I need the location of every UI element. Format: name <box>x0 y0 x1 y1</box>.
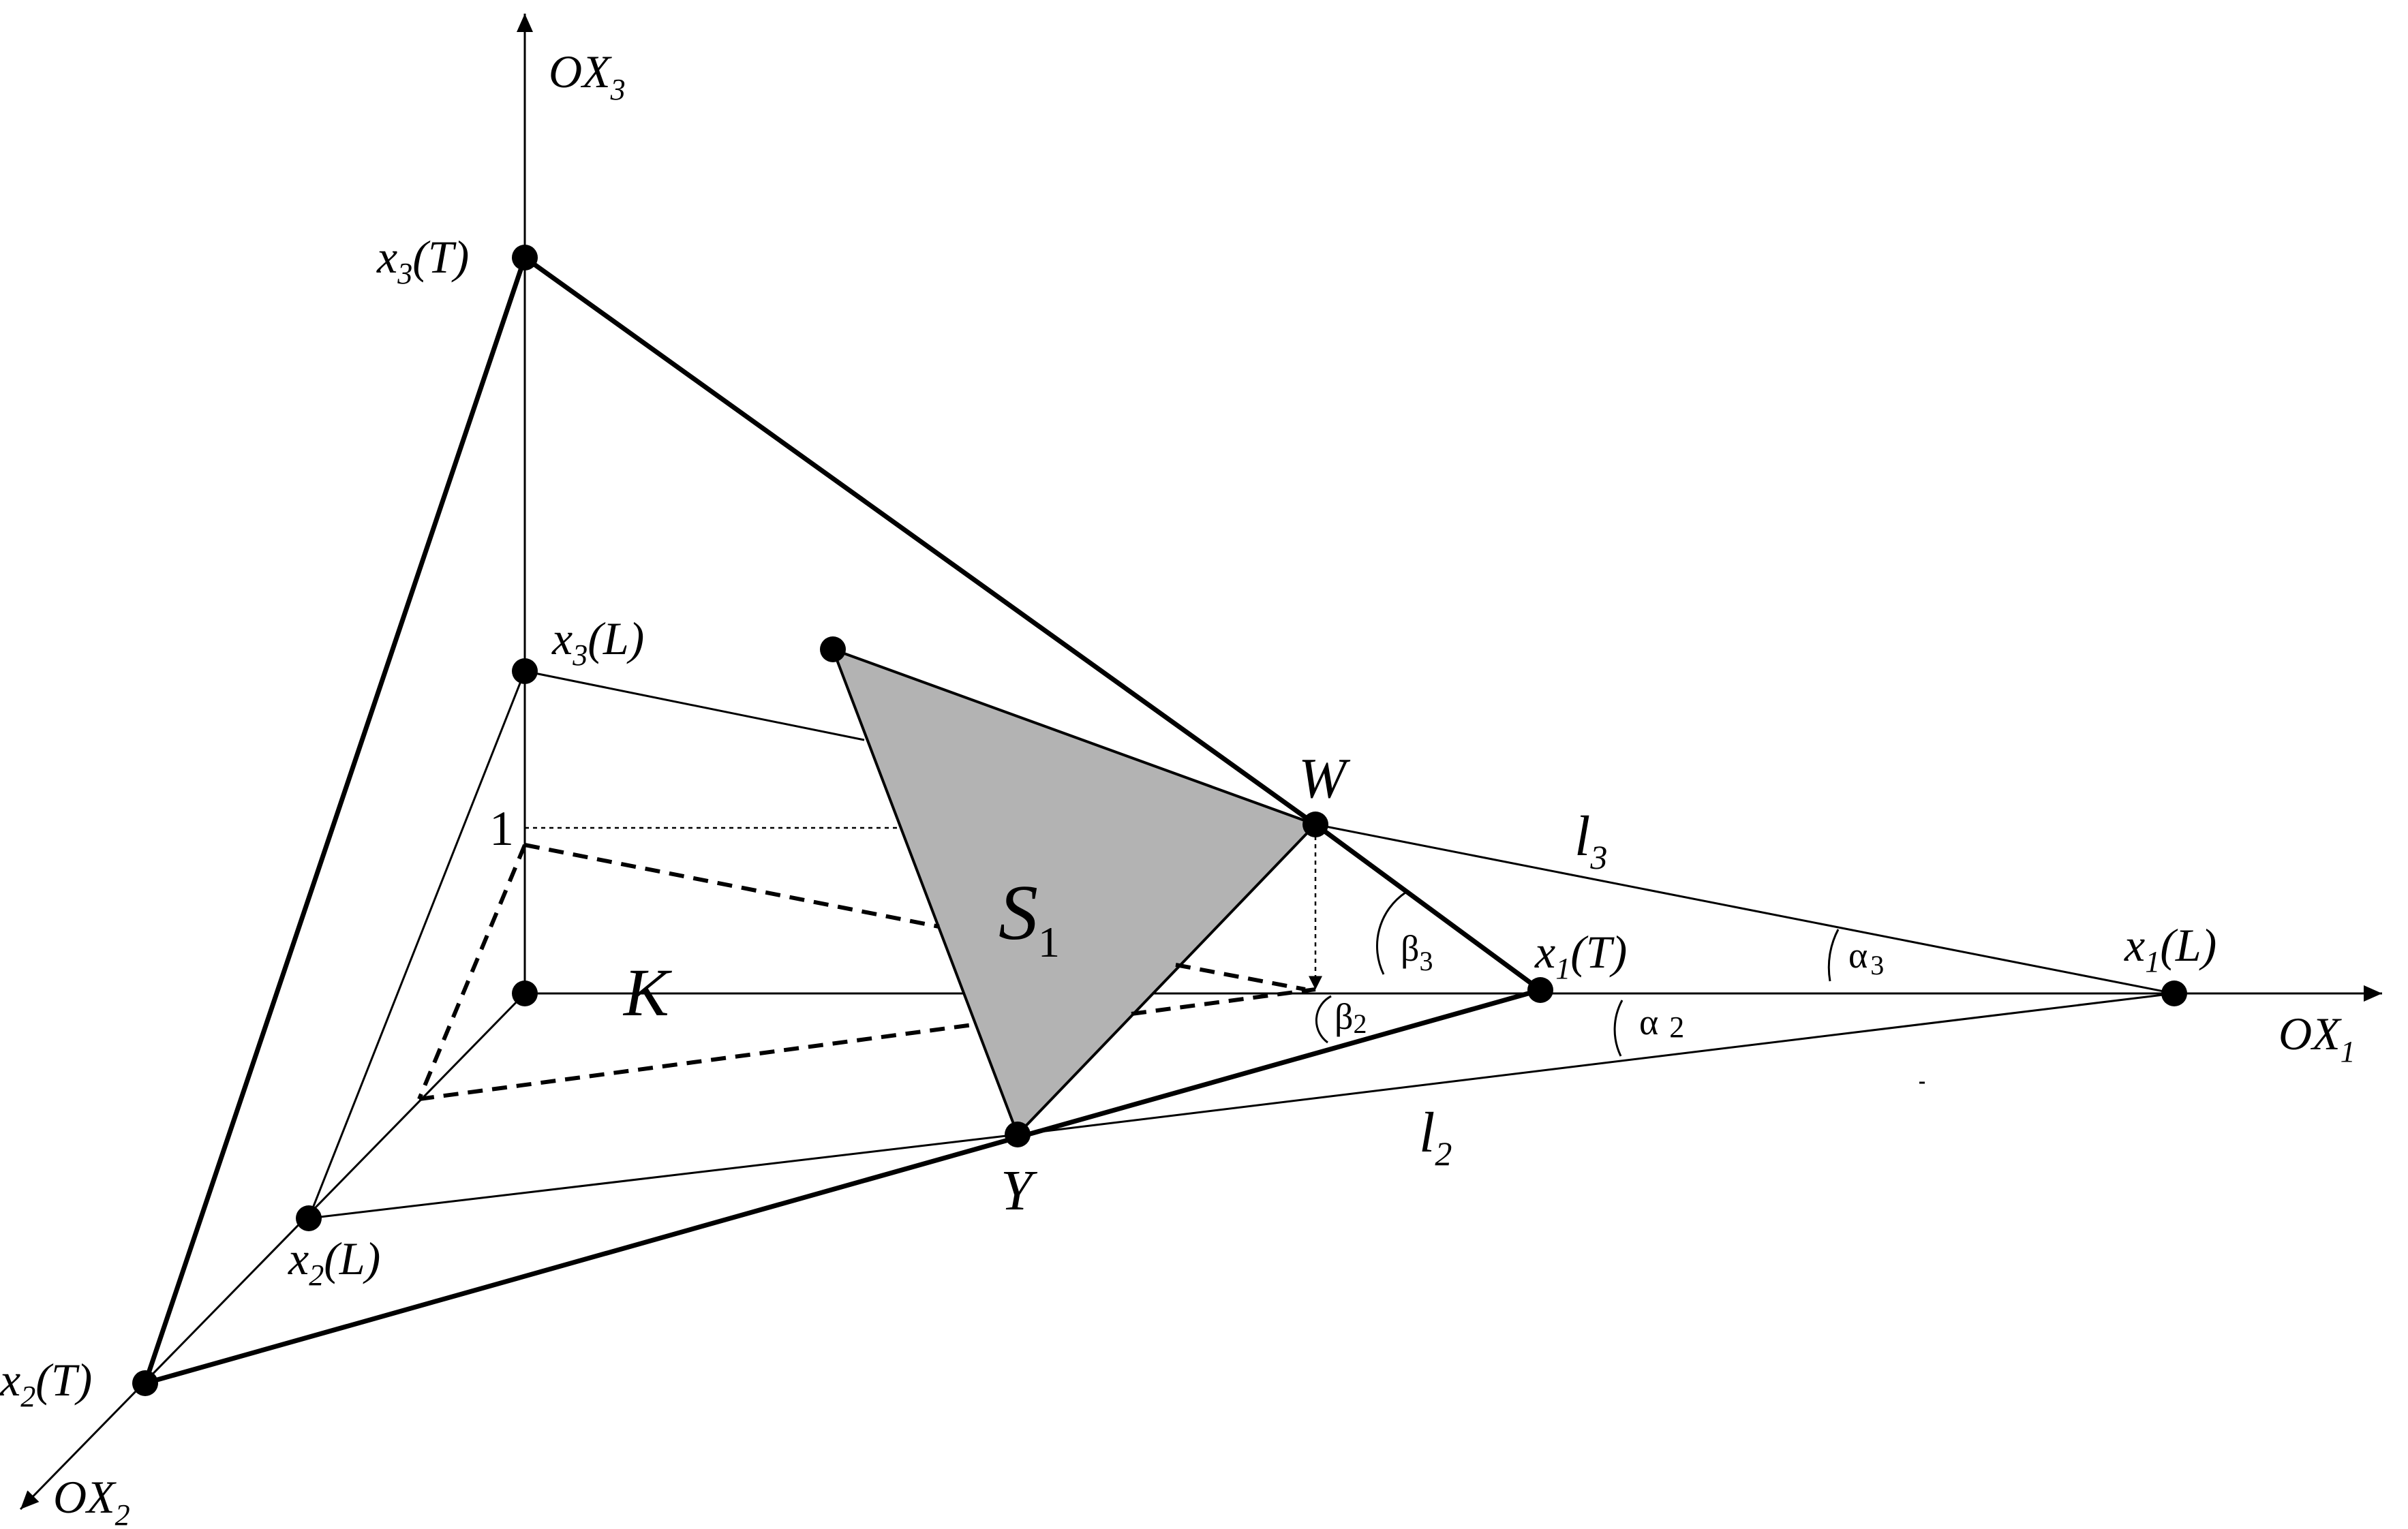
label-beta2: β2 <box>1335 996 1367 1039</box>
label-l3: l3 <box>1574 805 1607 876</box>
label-s1: S1 <box>999 869 1060 966</box>
label-x2L: x2(L) <box>288 1233 380 1292</box>
label-K: K <box>622 955 672 1030</box>
point-W <box>1302 812 1328 837</box>
point-x2L <box>296 1205 322 1231</box>
line-x3L-to-x2L <box>307 670 526 1219</box>
dashed-line-lower-right <box>1131 987 1316 1016</box>
dashed-line-upper <box>524 843 940 929</box>
angle-arc-alpha3 <box>1827 929 1840 982</box>
line-x3T-to-x2T <box>142 256 528 1385</box>
label-x3L: x3(L) <box>551 613 644 672</box>
dashed-line-upper-right <box>1175 963 1306 991</box>
label-x1L: x1(L) <box>2124 919 2216 978</box>
label-axis-x3: OX3 <box>549 46 626 106</box>
point-x1T <box>1527 977 1553 1003</box>
axis-x2 <box>19 992 526 1511</box>
label-Y: Y <box>1001 1159 1038 1222</box>
point-Y <box>1005 1122 1031 1147</box>
dashed-line-left <box>417 844 527 1100</box>
point-x3T <box>512 245 538 271</box>
line-x3L-to-x1L <box>524 670 865 741</box>
label-x3T: x3(T) <box>376 231 469 290</box>
line-Y-to-x1L <box>1017 992 2175 1136</box>
label-x1T: x1(T) <box>1534 926 1627 985</box>
point-x1L <box>2161 980 2187 1006</box>
line-x3T-to-W <box>523 256 1317 827</box>
line-W-to-x1L <box>1315 823 2175 995</box>
point-x2T <box>132 1370 158 1396</box>
label-one: 1 <box>489 801 514 856</box>
label-axis-x1: OX1 <box>2279 1008 2356 1068</box>
angle-arc-alpha2 <box>1613 1000 1624 1057</box>
label-l2: l2 <box>1419 1101 1452 1173</box>
label-axis-x2: OX2 <box>53 1471 130 1529</box>
label-beta3: β3 <box>1401 928 1433 976</box>
point-x3L <box>512 658 538 684</box>
region-s1 <box>830 647 1318 1137</box>
label-W: W <box>1298 747 1351 810</box>
angle-arc-beta2 <box>1315 995 1332 1044</box>
line-W-to-x1T <box>1313 822 1542 992</box>
dashed-line-lower <box>418 1022 979 1101</box>
point-origin-K <box>512 980 538 1006</box>
line-x2T-to-x1T <box>144 987 1541 1386</box>
label-x2T: x2(T) <box>0 1354 92 1413</box>
point-top-of-s1 <box>820 636 846 662</box>
angle-arc-beta3 <box>1376 891 1406 975</box>
line-x2L-to-Y <box>308 1133 1018 1220</box>
